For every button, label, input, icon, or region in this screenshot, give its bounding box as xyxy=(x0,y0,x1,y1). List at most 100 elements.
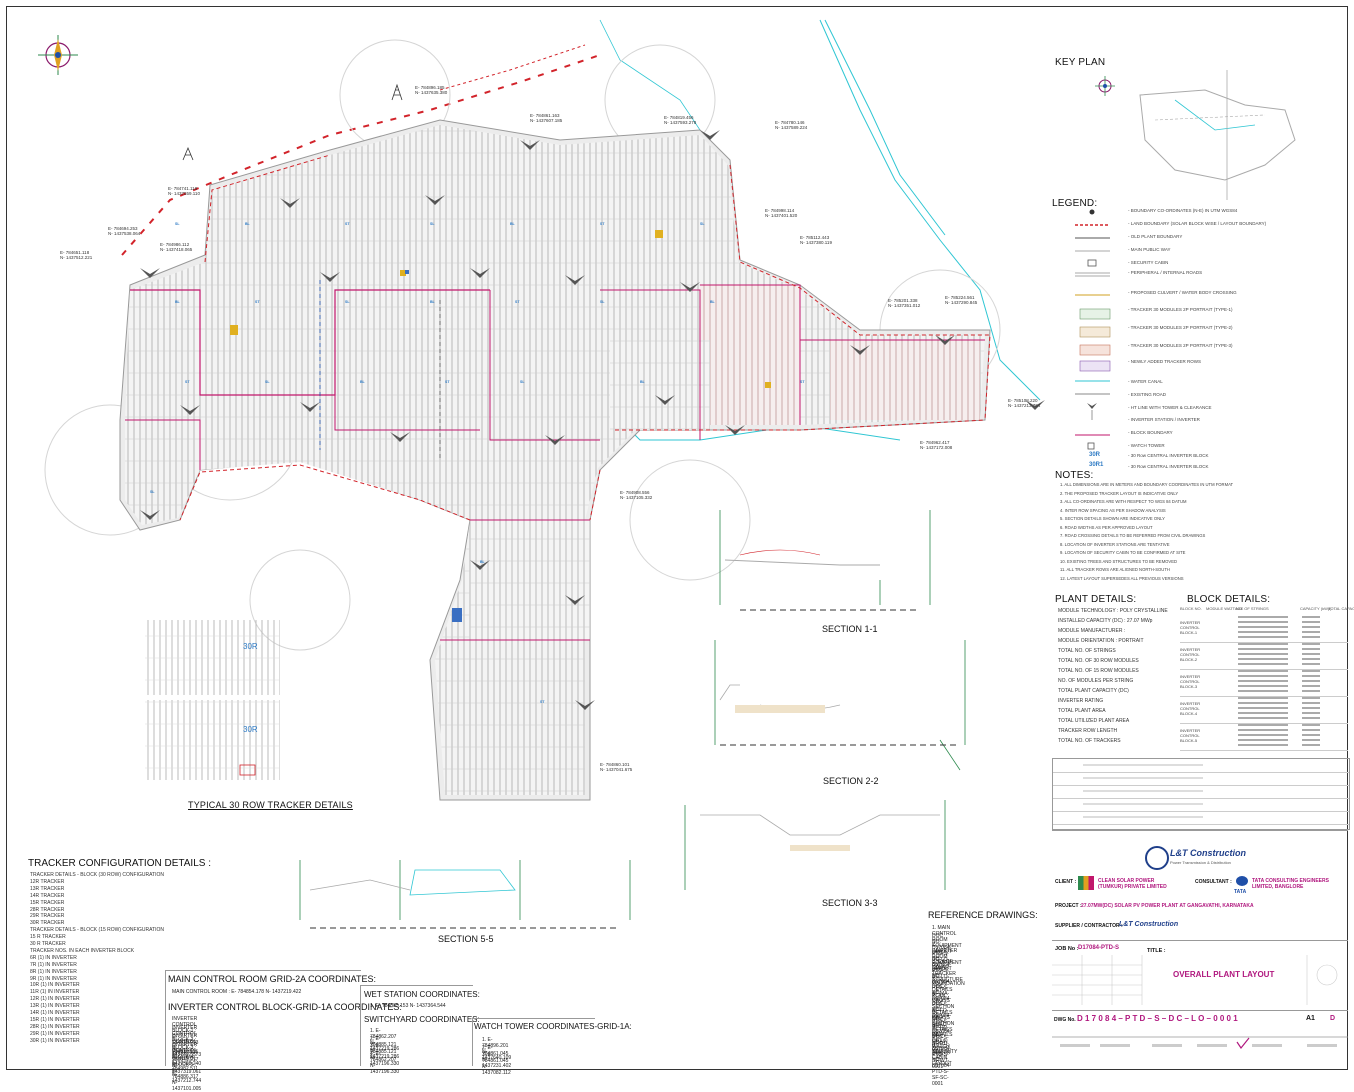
reference-item: 4. FOUNDATION DETAILS PLAN xyxy=(932,975,965,1000)
inverter-coord-item: INVERTER CONTROL BLOCK-1 : E- 784839.003… xyxy=(172,1016,202,1058)
block-row-line xyxy=(1302,658,1320,660)
block-tag: SL xyxy=(175,222,180,226)
supplier-label: SUPPLIER / CONTRACTOR : xyxy=(1055,923,1123,929)
tracker-config-item: 30R (1) IN INVERTER xyxy=(30,1037,80,1044)
switchyard-coord-item: 3. E- 784885.121 N- 1437196.330 xyxy=(370,1043,400,1067)
tracker-config-item: 14R TRACKER xyxy=(30,892,65,899)
block-header: NO. OF STRINGS xyxy=(1236,606,1269,611)
north-arrow-icon xyxy=(38,35,78,75)
coords-box-watch xyxy=(472,1018,595,1066)
block-row-sep xyxy=(1180,642,1348,643)
project-label: PROJECT : xyxy=(1055,903,1082,909)
switchyard-coord-item: 1. E- 784862.207 N- 1437219.286 xyxy=(370,1028,400,1052)
block-row-line xyxy=(1302,675,1320,677)
block-row-line xyxy=(1302,717,1320,719)
plant-detail-item: TRACKER ROW LENGTH xyxy=(1058,728,1118,734)
tracker-config-item: 13R (1) IN INVERTER xyxy=(30,1003,80,1010)
main-control-coord: MAIN CONTROL ROOM : E- 784854.178 N- 143… xyxy=(172,989,302,995)
legend-item: - WATCH TOWER xyxy=(1128,443,1165,448)
reference-item: DOC NO: D17084-PTD-S-SF-RD-0001 xyxy=(932,1000,952,1037)
section-2-title: SECTION 2-2 xyxy=(823,776,879,786)
block-row-line xyxy=(1302,707,1320,709)
block-tag: BL xyxy=(640,380,645,384)
note-item: 8. LOCATION OF INVERTER STATIONS ARE TEN… xyxy=(1060,541,1170,547)
block-row-line xyxy=(1302,670,1320,672)
block-row-line xyxy=(1302,690,1320,692)
coordinate-label: E- 784962.417 N- 1437172.008 xyxy=(920,440,953,450)
block-tag: BL xyxy=(245,222,250,226)
tracker-config-item: 10R (1) IN INVERTER xyxy=(30,982,80,989)
block-row-line xyxy=(1238,744,1288,746)
reference-item: 6. CROSS SECTION DETAILS OF DRAIN xyxy=(932,1009,955,1045)
block-row-line xyxy=(1238,663,1288,665)
block-row-line xyxy=(1238,670,1288,672)
plant-detail-item: INVERTER RATING xyxy=(1058,698,1104,704)
main-control-title: MAIN CONTROL ROOM GRID-2A COORDINATES: xyxy=(168,974,377,984)
block-tag: ST xyxy=(345,222,350,226)
block-tag: SL xyxy=(700,222,705,226)
reference-item: DOC NO: D17084-PTD-S-DC-LO-0003 xyxy=(932,950,952,987)
project-name: 27.07MW(DC) SOLAR PV POWER PLANT AT GANG… xyxy=(1081,903,1254,909)
revision-row xyxy=(1053,759,1349,773)
reference-item: 1. MAIN CONTROL ROOM EQUIPMENT LAYOUT xyxy=(932,925,962,955)
legend-item: - SECURITY CABIN xyxy=(1128,260,1169,265)
dwg-number: D 1 7 0 8 4 – P T D – S – D C – L O – 0 … xyxy=(1077,1014,1238,1023)
tracker-config-item: 28R TRACKER xyxy=(30,906,65,913)
reference-item: DOC NO: D17084-PTD-S-SF-FD-0001 xyxy=(932,983,952,1020)
note-item: 3. ALL CO-ORDINATES ARE WITH RESPECT TO … xyxy=(1060,499,1187,504)
reference-item: DOC NO: D17084-PTD-S-SF-MA-0001 xyxy=(932,967,952,1003)
block-row-line xyxy=(1302,680,1320,682)
block-row-line xyxy=(1302,724,1320,726)
block-row-line xyxy=(1238,658,1288,660)
plant-detail-item: MODULE ORIENTATION : PORTRAIT xyxy=(1058,638,1144,644)
reference-item: DOC NO: D17084-PTD-S-SF-WT-0001 xyxy=(932,1034,952,1071)
job-no: D17084-PTD-S xyxy=(1078,945,1120,951)
watch-coord-item: 3. E- 784861.045 N- 1437082.112 xyxy=(482,1052,511,1076)
coords-box-wet xyxy=(360,985,473,1066)
job-label: JOB No : xyxy=(1055,946,1079,952)
note-item: 2. THE PROPOSED TRACKER LAYOUT IS INDICA… xyxy=(1060,490,1179,496)
client-name: CLEAN SOLAR POWER (TUMKUR) PRIVATE LIMIT… xyxy=(1098,878,1167,890)
block-row-line xyxy=(1238,631,1288,633)
lt-logo-icon xyxy=(1145,846,1169,870)
block-tag: BL xyxy=(480,560,485,564)
tracker-config-item: 15R TRACKER xyxy=(30,899,65,906)
plant-detail-item: TOTAL NO. OF 15 ROW MODULES xyxy=(1058,668,1139,674)
tracker-config-item: 15R (1) IN INVERTER xyxy=(30,1016,80,1023)
block-row-line xyxy=(1302,663,1320,665)
block-details-title: BLOCK DETAILS: xyxy=(1187,594,1271,605)
coordinate-label: E- 785201.338 N- 1437351.012 xyxy=(888,298,921,308)
block-row-sep xyxy=(1180,723,1348,724)
tracker-label-b: 30R xyxy=(243,725,258,734)
reference-item: 7. DETAILS OF WATCH TOWER xyxy=(932,1025,953,1056)
inverter-coord-item: INVERTER CONTROL BLOCK-3 : E- 785041.217… xyxy=(172,1033,202,1075)
tracker-config-item: 7R (1) IN INVERTER xyxy=(30,961,77,968)
section-5-title: SECTION 5-5 xyxy=(438,934,494,944)
block-row-line xyxy=(1238,643,1288,645)
tata-logo-icon xyxy=(1236,876,1248,886)
title-label: TITLE : xyxy=(1147,948,1166,954)
block-tag: ST xyxy=(540,700,545,704)
section-5-drawing xyxy=(299,860,631,929)
plant-detail-item: TOTAL PLANT AREA xyxy=(1058,708,1106,714)
inverter-control-title: INVERTER CONTROL BLOCK-GRID-1A COORDINAT… xyxy=(168,1002,402,1012)
block-row-line xyxy=(1238,712,1288,714)
block-tag: SL xyxy=(265,380,270,384)
block-tag: ST xyxy=(600,222,605,226)
checkmark-icon xyxy=(1236,1037,1250,1050)
block-header: TOTAL CAPACITY xyxy=(1328,606,1354,611)
coordinate-label: E- 784998.114 N- 1437401.520 xyxy=(765,208,798,218)
block-tag: SL xyxy=(150,490,155,494)
coordinate-label: E- 784986.112 N- 1437418.065 xyxy=(160,242,193,252)
key-plan xyxy=(1095,70,1296,200)
reference-item: 2. INVERTER ROOM EQUIPMENT LAYOUT xyxy=(932,941,962,972)
section-1-title: SECTION 1-1 xyxy=(822,624,878,634)
inverter-coord-item: INVERTER CONTROL BLOCK-5 : E- 784886.317… xyxy=(172,1050,202,1092)
security-cabin-icon xyxy=(1087,259,1097,267)
block-tag: SL xyxy=(520,380,525,384)
block-row-line xyxy=(1302,697,1320,699)
block-row-sep xyxy=(1180,750,1348,751)
tracker-config-item: TRACKER DETAILS - BLOCK (15 ROW) CONFIGU… xyxy=(30,927,164,934)
tracker-config-item: 9R (1) IN INVERTER xyxy=(30,975,77,982)
block-tag: SL xyxy=(345,300,350,304)
